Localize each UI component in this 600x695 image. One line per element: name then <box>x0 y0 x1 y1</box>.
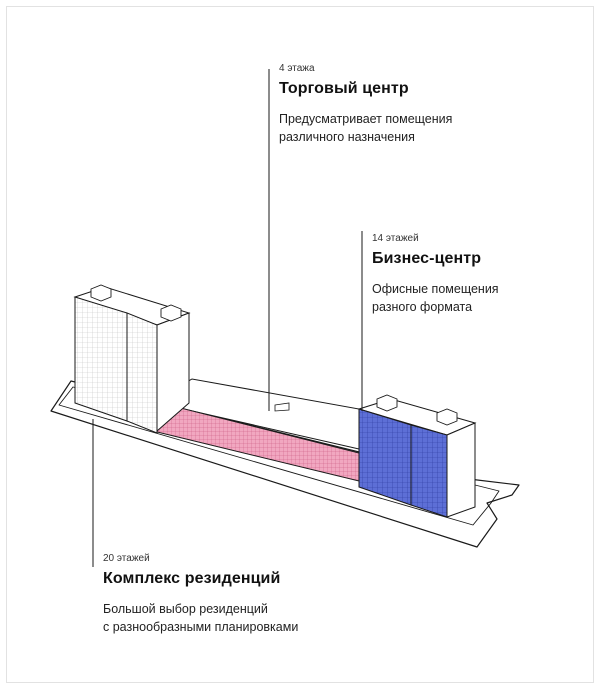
residence-title: Комплекс резиденций <box>103 570 281 587</box>
business-facade-right <box>410 424 448 518</box>
residence-rooftop-box-2 <box>160 304 182 322</box>
mall-description: Предусматривает помещения различного наз… <box>279 110 452 146</box>
residence-label: 20 этажей Комплекс резиденций Большой вы… <box>103 553 298 636</box>
business-desc-line1: Офисные помещения <box>372 282 499 296</box>
residence-floors: 20 этажей <box>103 553 150 564</box>
residence-desc-line1: Большой выбор резиденций <box>103 602 268 616</box>
business-facade-side <box>446 422 476 518</box>
mall-title: Торговый центр <box>279 80 409 97</box>
site-inner-path <box>58 386 500 526</box>
diagram-frame: 4 этажа Торговый центр Предусматривает п… <box>6 6 594 683</box>
business-floors: 14 этажей <box>372 233 419 244</box>
business-description: Офисные помещения разного формата <box>372 280 499 316</box>
residence-facade-right <box>126 312 158 434</box>
mall-desc-line2: различного назначения <box>279 130 415 144</box>
mall-label: 4 этажа Торговый центр Предусматривает п… <box>279 63 452 146</box>
business-tower <box>357 394 477 518</box>
business-label: 14 этажей Бизнес-центр Офисные помещения… <box>372 233 499 316</box>
building-complex-illustration <box>50 69 520 567</box>
mall-floors: 4 этажа <box>279 63 315 74</box>
residence-tower <box>73 284 191 434</box>
residence-rooftop-box-1 <box>90 284 112 302</box>
mall-desc-line1: Предусматривает помещения <box>279 112 453 126</box>
mall-roof-step <box>274 402 290 412</box>
residence-desc-line2: с разнообразными планировками <box>103 620 299 634</box>
residence-facade-left <box>74 296 128 422</box>
business-rooftop-box-1 <box>376 394 398 412</box>
business-desc-line2: разного формата <box>372 300 473 314</box>
business-title: Бизнес-центр <box>372 250 482 267</box>
residence-description: Большой выбор резиденций с разнообразным… <box>103 600 298 636</box>
business-rooftop-box-2 <box>436 408 458 426</box>
